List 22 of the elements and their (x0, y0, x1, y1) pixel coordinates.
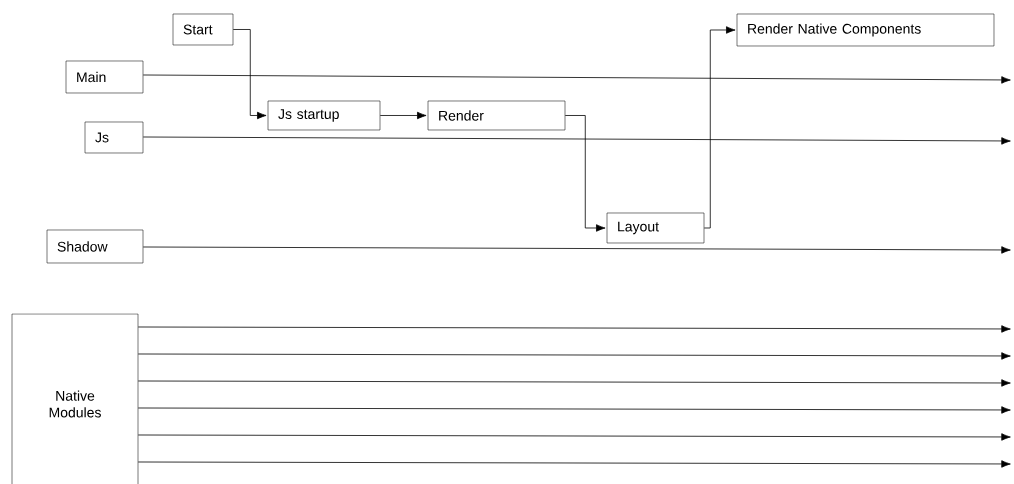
timeline-arrow (142, 246, 1011, 254)
timeline-arrow (137, 325, 1011, 333)
process-box: Shadow (46, 229, 144, 264)
process-box: Native Modules (11, 313, 139, 484)
arrow (703, 26, 736, 229)
arrow (564, 115, 606, 232)
process-box: Layout (606, 212, 705, 244)
timeline-arrow (142, 136, 1011, 145)
arrow (232, 29, 267, 120)
timeline-arrow (137, 460, 1011, 468)
process-box: Start (172, 13, 234, 46)
timeline-arrow (137, 379, 1011, 387)
process-box: Js (84, 121, 144, 154)
process-box: Render (427, 100, 566, 131)
arrow (379, 111, 427, 120)
timeline-arrow (142, 74, 1011, 84)
timeline-arrow (137, 406, 1011, 414)
timeline-arrow (137, 433, 1011, 441)
process-box: Main (65, 60, 144, 94)
timeline-arrow (137, 352, 1011, 360)
process-box: Js startup (267, 100, 381, 131)
process-box: Render Native Components (736, 13, 995, 47)
